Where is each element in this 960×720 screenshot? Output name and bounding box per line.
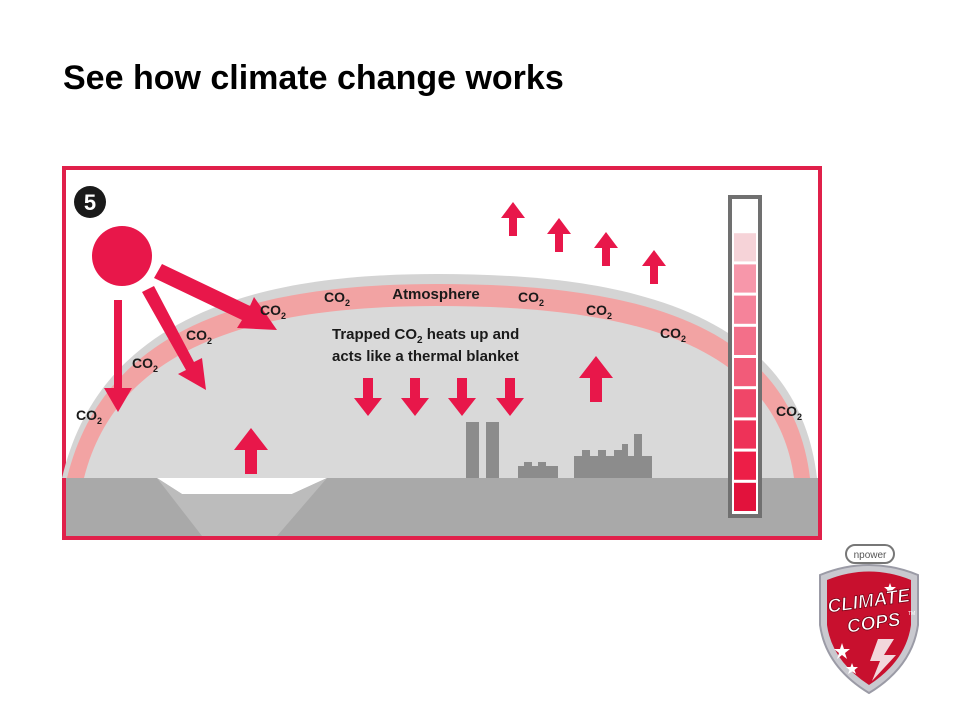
npower-text: npower [854,550,887,561]
sun-ray-arrow [154,264,277,330]
factory [466,422,652,478]
heat-down-arrow [401,378,429,416]
climate-cops-logo: npower CLIMATE COPS TM [812,543,926,695]
co2-label: CO2 [586,302,612,321]
step-number-badge: 5 [74,186,106,218]
meter-cell [734,233,756,262]
caption-line-2: acts like a thermal blanket [332,348,519,365]
step-number: 5 [84,190,96,215]
co2-label: CO2 [776,403,802,422]
climate-cops-logo-svg: npower CLIMATE COPS TM [819,544,919,695]
meter-cell [734,389,756,418]
co2-label: CO2 [186,327,212,346]
co2-label: CO2 [660,325,686,344]
greenhouse-diagram: 5 [62,166,822,540]
meter-cell [734,358,756,387]
meter-cell [734,482,756,511]
escaping-heat-arrow [594,232,618,266]
meter-cell [734,451,756,480]
caption-line-1: Trapped CO2 heats up and [332,326,519,346]
lightning-icon [870,639,896,681]
meter-cell [734,420,756,449]
co2-label: CO2 [324,289,350,308]
heat-up-arrow [234,428,268,474]
meter-cell [734,295,756,324]
greenhouse-diagram-svg: 5 [62,166,822,540]
heat-down-arrow [448,378,476,416]
temperature-meter [728,195,762,518]
co2-label: CO2 [260,302,286,321]
slide-title: See how climate change works [63,59,564,97]
meter-cell [734,202,756,231]
heat-up-arrow [579,356,613,402]
heat-down-arrow [496,378,524,416]
sky-inside [84,306,794,478]
escaping-heat-arrow [547,218,571,252]
ground [66,478,818,536]
co2-label: CO2 [76,407,102,426]
escaping-heat-arrow [501,202,525,236]
co2-label: CO2 [518,289,544,308]
sun-ray-arrow [104,300,132,412]
escaping-heat-arrow [642,250,666,284]
meter-cell [734,264,756,293]
sun-ray-arrow [142,286,206,390]
meter-cell [734,326,756,355]
atmosphere-label: Atmosphere [392,286,480,303]
heat-down-arrow [354,378,382,416]
sun [92,226,152,286]
star-icon [834,583,896,674]
co2-label: CO2 [132,355,158,374]
npower-badge [845,544,895,564]
logo-tm: TM [908,611,915,617]
